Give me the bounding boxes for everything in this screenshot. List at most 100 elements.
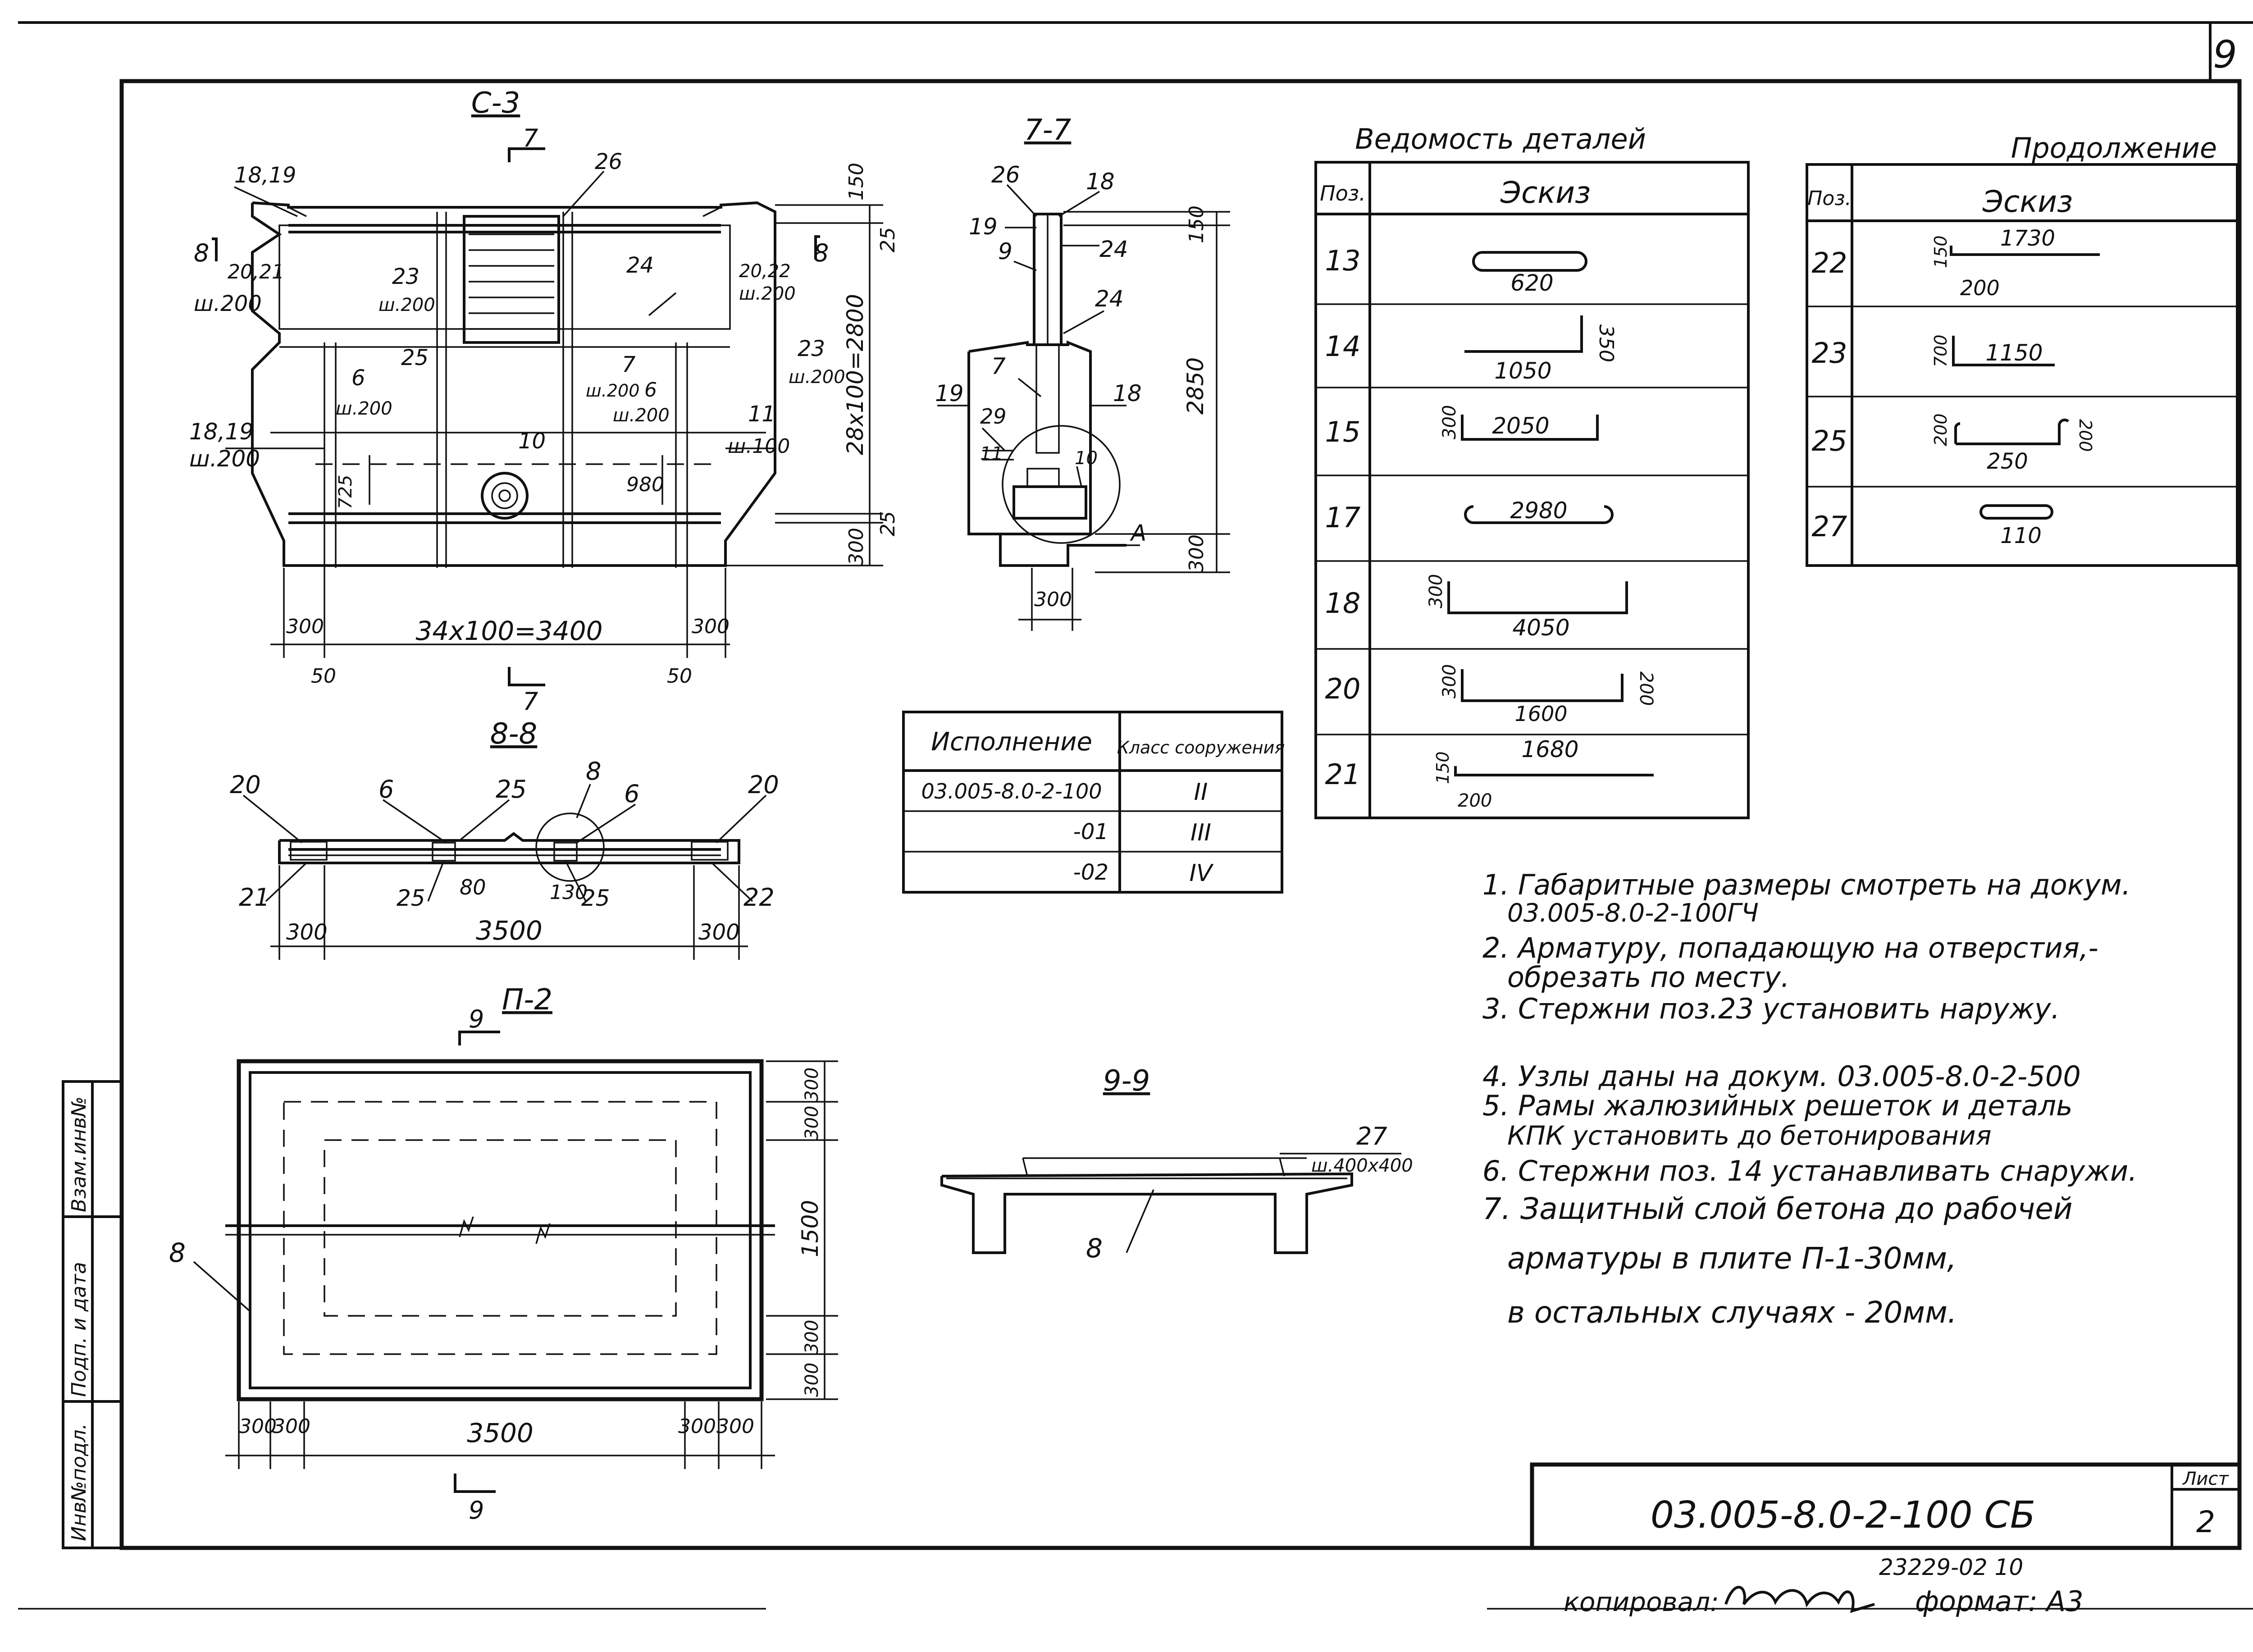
stamp-replace-label: Взам.инв№ [68,1096,91,1212]
c3-dim-50-right: 50 [667,665,692,688]
s77-label-24: 24 [1099,236,1128,262]
p2-dim-b300a: 300 [239,1415,277,1438]
details-col-sketch: Эскиз [1500,175,1591,210]
note-line: 4. Узлы даны на докум. 03.005-8.0-2-500 [1482,1060,2081,1093]
exec-header-col2: Класс сооружения [1117,738,1285,758]
c3-label-11: 11 [748,402,775,427]
stamp-inv-label: Инв№подл. [68,1423,91,1541]
details-cont-title: Продолжение [2011,132,2217,164]
c3-label-6: 6 [351,365,365,391]
sketch-pos-13: 620 [1472,251,1587,296]
c3-label-w200-a: ш.200 [194,291,262,316]
doc-code: 03.005-8.0-2-100 СБ [1651,1494,2035,1537]
details-table: Ведомость деталей Поз. Эскиз 13 620 14 1… [1314,123,1750,819]
sketch-dim: 2980 [1510,497,1567,524]
sketch-pos-18: 300 4050 [1426,574,1628,641]
s77-label-24b: 24 [1095,286,1124,312]
s77-label-18b: 18 [1113,380,1142,406]
c3-label-10: 10 [518,429,546,454]
s88-title: 8-8 [490,717,538,751]
s99-title: 9-9 [1103,1064,1150,1098]
c3-label-18-19-top: 18,19 [234,163,296,188]
details-row-pos: 15 [1325,415,1361,448]
sketch-dim: 1050 [1494,358,1551,384]
s88-label-22: 22 [743,883,775,912]
sheet-frame [18,21,2253,1610]
c3-label-18-19-left: 18,19 [189,419,254,445]
s88-label-6-left: 6 [379,775,394,803]
s88-dim-300-right: 300 [698,920,740,945]
sketch-dim: 1150 [1985,340,2043,366]
c3-label-20-21: 20,21 [228,260,284,283]
s88-label-25-top: 25 [496,775,527,803]
details-row-pos: 21 [1325,758,1361,791]
c3-dim-3400: 34х100=3400 [415,616,602,646]
exec-row-class: III [1190,819,1211,846]
note-line: 5. Рамы жалюзийных решеток и деталь [1482,1089,2073,1122]
note-line: 6. Стержни поз. 14 устанавливать снаружи… [1482,1155,2137,1187]
details-cont-col-sketch: Эскиз [1982,184,2073,219]
sketch-pos-15: 300 2050 [1439,405,1599,441]
sketch-dim: 200 [1636,671,1656,706]
s88-label-20-right: 20 [748,771,779,799]
details-col-pos: Поз. [1320,181,1366,205]
p2-dim-b300d: 300 [716,1415,754,1438]
format-label: формат: А3 [1915,1585,2084,1618]
c3-label-8-right: 8 [813,239,829,267]
sketch-pos-23: 700 1150 [1931,334,2055,367]
s77-label-19: 19 [969,214,998,240]
c3-label-8-left: 8 [194,239,209,267]
notes-block: 1. Габаритные размеры смотреть на докум.… [1482,868,2137,1330]
exec-row-code: 03.005-8.0-2-100 [921,779,1102,803]
exec-header-col1: Исполнение [931,727,1092,757]
footer: 23229-02 10 копировал: формат: А3 [1564,1554,2084,1618]
note-line: 3. Стержни поз.23 установить наружу. [1482,992,2060,1025]
sketch-pos-21: 150 1680 200 [1433,736,1654,811]
p2-label-9-top: 9 [469,1005,484,1033]
details-continuation-table: Продолжение Поз. Эскиз 22 150 1730 200 2… [1806,132,2239,567]
sketch-dim: 150 [1931,235,1951,268]
c3-label-7-top: 7 [523,124,538,152]
details-row-pos: 17 [1325,501,1361,534]
details-cont-row-pos: 23 [1812,337,1847,370]
sketch-dim: 350 [1595,324,1618,362]
c3-label-23-right: 23 [798,336,825,361]
c3-label-20-22: 20,22 [739,261,791,282]
note-line: арматуры в плите П-1-30мм, [1507,1241,1957,1276]
s77-label-7: 7 [991,353,1006,379]
p2-dim-300a: 300 [802,1068,822,1102]
c3-label-26: 26 [595,149,622,174]
c3-dim-2800: 28х100=2800 [842,294,868,455]
execution-table: Исполнение Класс сооружения 03.005-8.0-2… [902,711,1285,894]
sketch-pos-17: 2980 [1464,497,1614,524]
plan-p2: П-2 9 8 300 300 1500 300 300 300 3 [169,983,838,1524]
c3-dim-25-bot: 25 [876,511,899,536]
s77-dim-150: 150 [1185,205,1208,243]
c3-hole-10 [481,472,529,520]
details-cont-row-pos: 22 [1812,246,1847,279]
s77-label-11: 11 [980,443,1003,464]
note-line: обрезать по месту. [1507,961,1790,994]
sketch-dim: 300 [1439,664,1460,698]
s99-label-w400: ш.400х400 [1311,1155,1413,1176]
copied-label: копировал: [1564,1587,1719,1617]
s88-dim-300-left: 300 [286,920,328,945]
s77-label-10: 10 [1075,448,1098,469]
s77-title: 7-7 [1024,114,1072,147]
stamp-sign-label: Подп. и дата [68,1262,91,1397]
s99-label-8: 8 [1086,1233,1103,1264]
details-cont-col-pos: Поз. [1807,187,1851,210]
s88-label-130: 130 [550,881,588,904]
s88-label-8: 8 [586,757,601,785]
details-cont-row-pos: 27 [1812,510,1847,543]
sketch-pos-27: 110 [1979,504,2053,548]
note-line: 1. Габаритные размеры смотреть на докум. [1482,868,2130,901]
s88-label-21: 21 [239,883,270,912]
c3-label-7-mid: 7 [622,352,636,377]
sketch-dim: 150 [1433,751,1453,784]
s88-label-80: 80 [460,875,486,899]
s88-label-25-right: 25 [581,885,610,911]
c3-dim-300-left: 300 [286,615,324,638]
view-c3: С-3 [189,87,899,716]
